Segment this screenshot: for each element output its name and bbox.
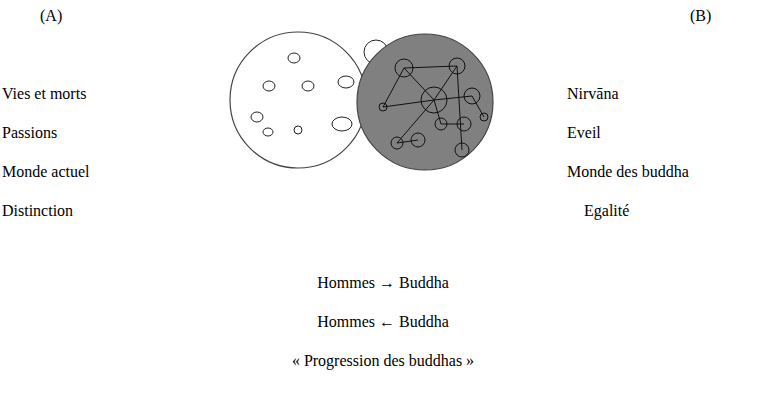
being-oval — [338, 76, 354, 88]
network-node — [480, 113, 488, 121]
buddha-outline — [357, 34, 493, 170]
network-node — [435, 118, 447, 130]
direction-note: Hommes → Buddha — [317, 273, 449, 293]
being-oval — [294, 126, 302, 134]
network-node — [379, 103, 387, 111]
column-heading: (B) — [690, 6, 711, 26]
network-node — [449, 58, 465, 74]
being-oval — [251, 112, 263, 122]
side-term: Distinction — [2, 201, 73, 221]
network-line — [457, 66, 462, 150]
network-line — [383, 68, 404, 107]
being-oval — [263, 81, 275, 91]
network-node — [391, 137, 403, 149]
side-term: Monde des buddha — [567, 162, 689, 182]
side-term: Egalité — [584, 201, 629, 221]
network-lines — [383, 66, 484, 150]
being-oval — [288, 53, 300, 63]
network-line — [434, 96, 472, 100]
world-outline — [230, 32, 366, 168]
buddha-circle — [357, 34, 493, 170]
network-line — [383, 100, 434, 107]
network-node — [411, 133, 425, 147]
column-heading: (A) — [40, 6, 62, 26]
network-node — [395, 59, 413, 77]
being-oval — [332, 117, 352, 131]
side-term: Monde actuel — [2, 162, 90, 182]
being-oval — [302, 81, 314, 91]
network-line — [397, 100, 434, 143]
direction-note: Hommes ← Buddha — [317, 312, 449, 332]
caption-note: « Progression des buddhas » — [292, 351, 474, 371]
side-term: Vies et morts — [2, 84, 86, 104]
side-term: Eveil — [567, 123, 601, 143]
network-node — [421, 87, 447, 113]
network-node — [464, 88, 480, 104]
network-node — [455, 143, 469, 157]
side-term: Nirvāna — [567, 84, 619, 104]
being-oval — [263, 128, 273, 136]
side-term: Passions — [2, 123, 57, 143]
network-nodes — [379, 58, 488, 157]
network-line — [404, 68, 434, 100]
network-line — [397, 140, 418, 143]
network-node — [457, 117, 471, 131]
